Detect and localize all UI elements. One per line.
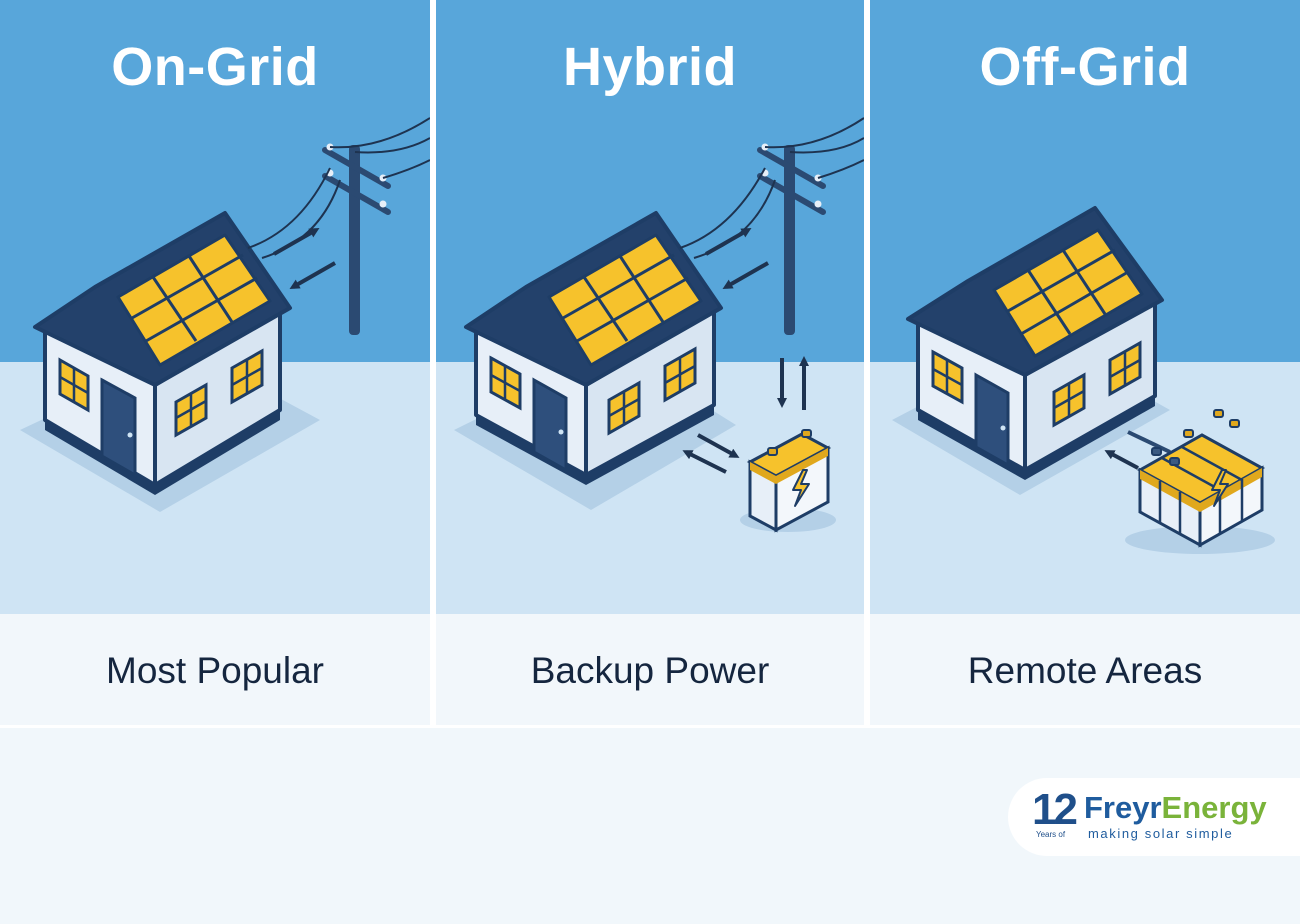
caption-band: Remote Areas [870,614,1300,725]
lightning-bolt-icon [792,469,810,507]
utility-pole-icon [247,117,430,335]
cable-line [1127,430,1171,454]
door-icon [974,372,1010,468]
arrow-icon [705,228,752,256]
logo-brand-second: Energy [1161,790,1267,825]
caption-band: Most Popular [0,614,430,725]
solar-panel-icon [116,233,272,367]
house-icon [33,211,292,495]
lightning-bolt-icon [1211,469,1229,507]
arrow-icon [1104,450,1139,470]
panel-caption: Remote Areas [967,650,1203,691]
panel-caption: Backup Power [530,650,770,691]
door-icon [532,377,568,473]
panel-on-grid-illustration: On-Grid [0,0,430,614]
panel-title: Off-Grid [979,37,1191,97]
panel-title: Hybrid [562,37,738,97]
arrow-icon [697,433,740,458]
diagram-panels: On-Grid Most Popular [0,0,1300,728]
battery-bank-icon [1125,409,1275,554]
arrow-icon [273,228,320,256]
battery-icon [740,429,836,533]
house-icon [464,211,723,485]
house-icon [906,206,1164,480]
logo-brand-first: Freyr [1084,790,1162,825]
logo-years-number: 12 [1032,785,1078,834]
panel-caption: Most Popular [106,650,324,691]
brand-logo: 12 Years of FreyrEnergy making solar sim… [1008,778,1300,856]
panel-on-grid: On-Grid Most Popular [0,0,430,725]
panel-off-grid: Off-Grid Remote Areas [870,0,1300,725]
arrow-icon [722,261,769,289]
panel-hybrid-illustration: Hybrid [436,0,864,614]
logo-years-label: Years of [1036,830,1066,839]
solar-panel-icon [547,233,703,367]
panel-divider [864,0,870,725]
door-icon [100,377,137,478]
panel-title: On-Grid [111,37,319,97]
logo-tagline: making solar simple [1088,826,1234,841]
caption-band: Backup Power [436,614,864,725]
logo-brand-name: FreyrEnergy [1084,792,1267,823]
panel-off-grid-illustration: Off-Grid [870,0,1300,614]
panel-divider [430,0,436,725]
arrow-icon [289,261,336,289]
panel-hybrid: Hybrid Backup Power [436,0,864,725]
arrow-icon [682,450,727,474]
